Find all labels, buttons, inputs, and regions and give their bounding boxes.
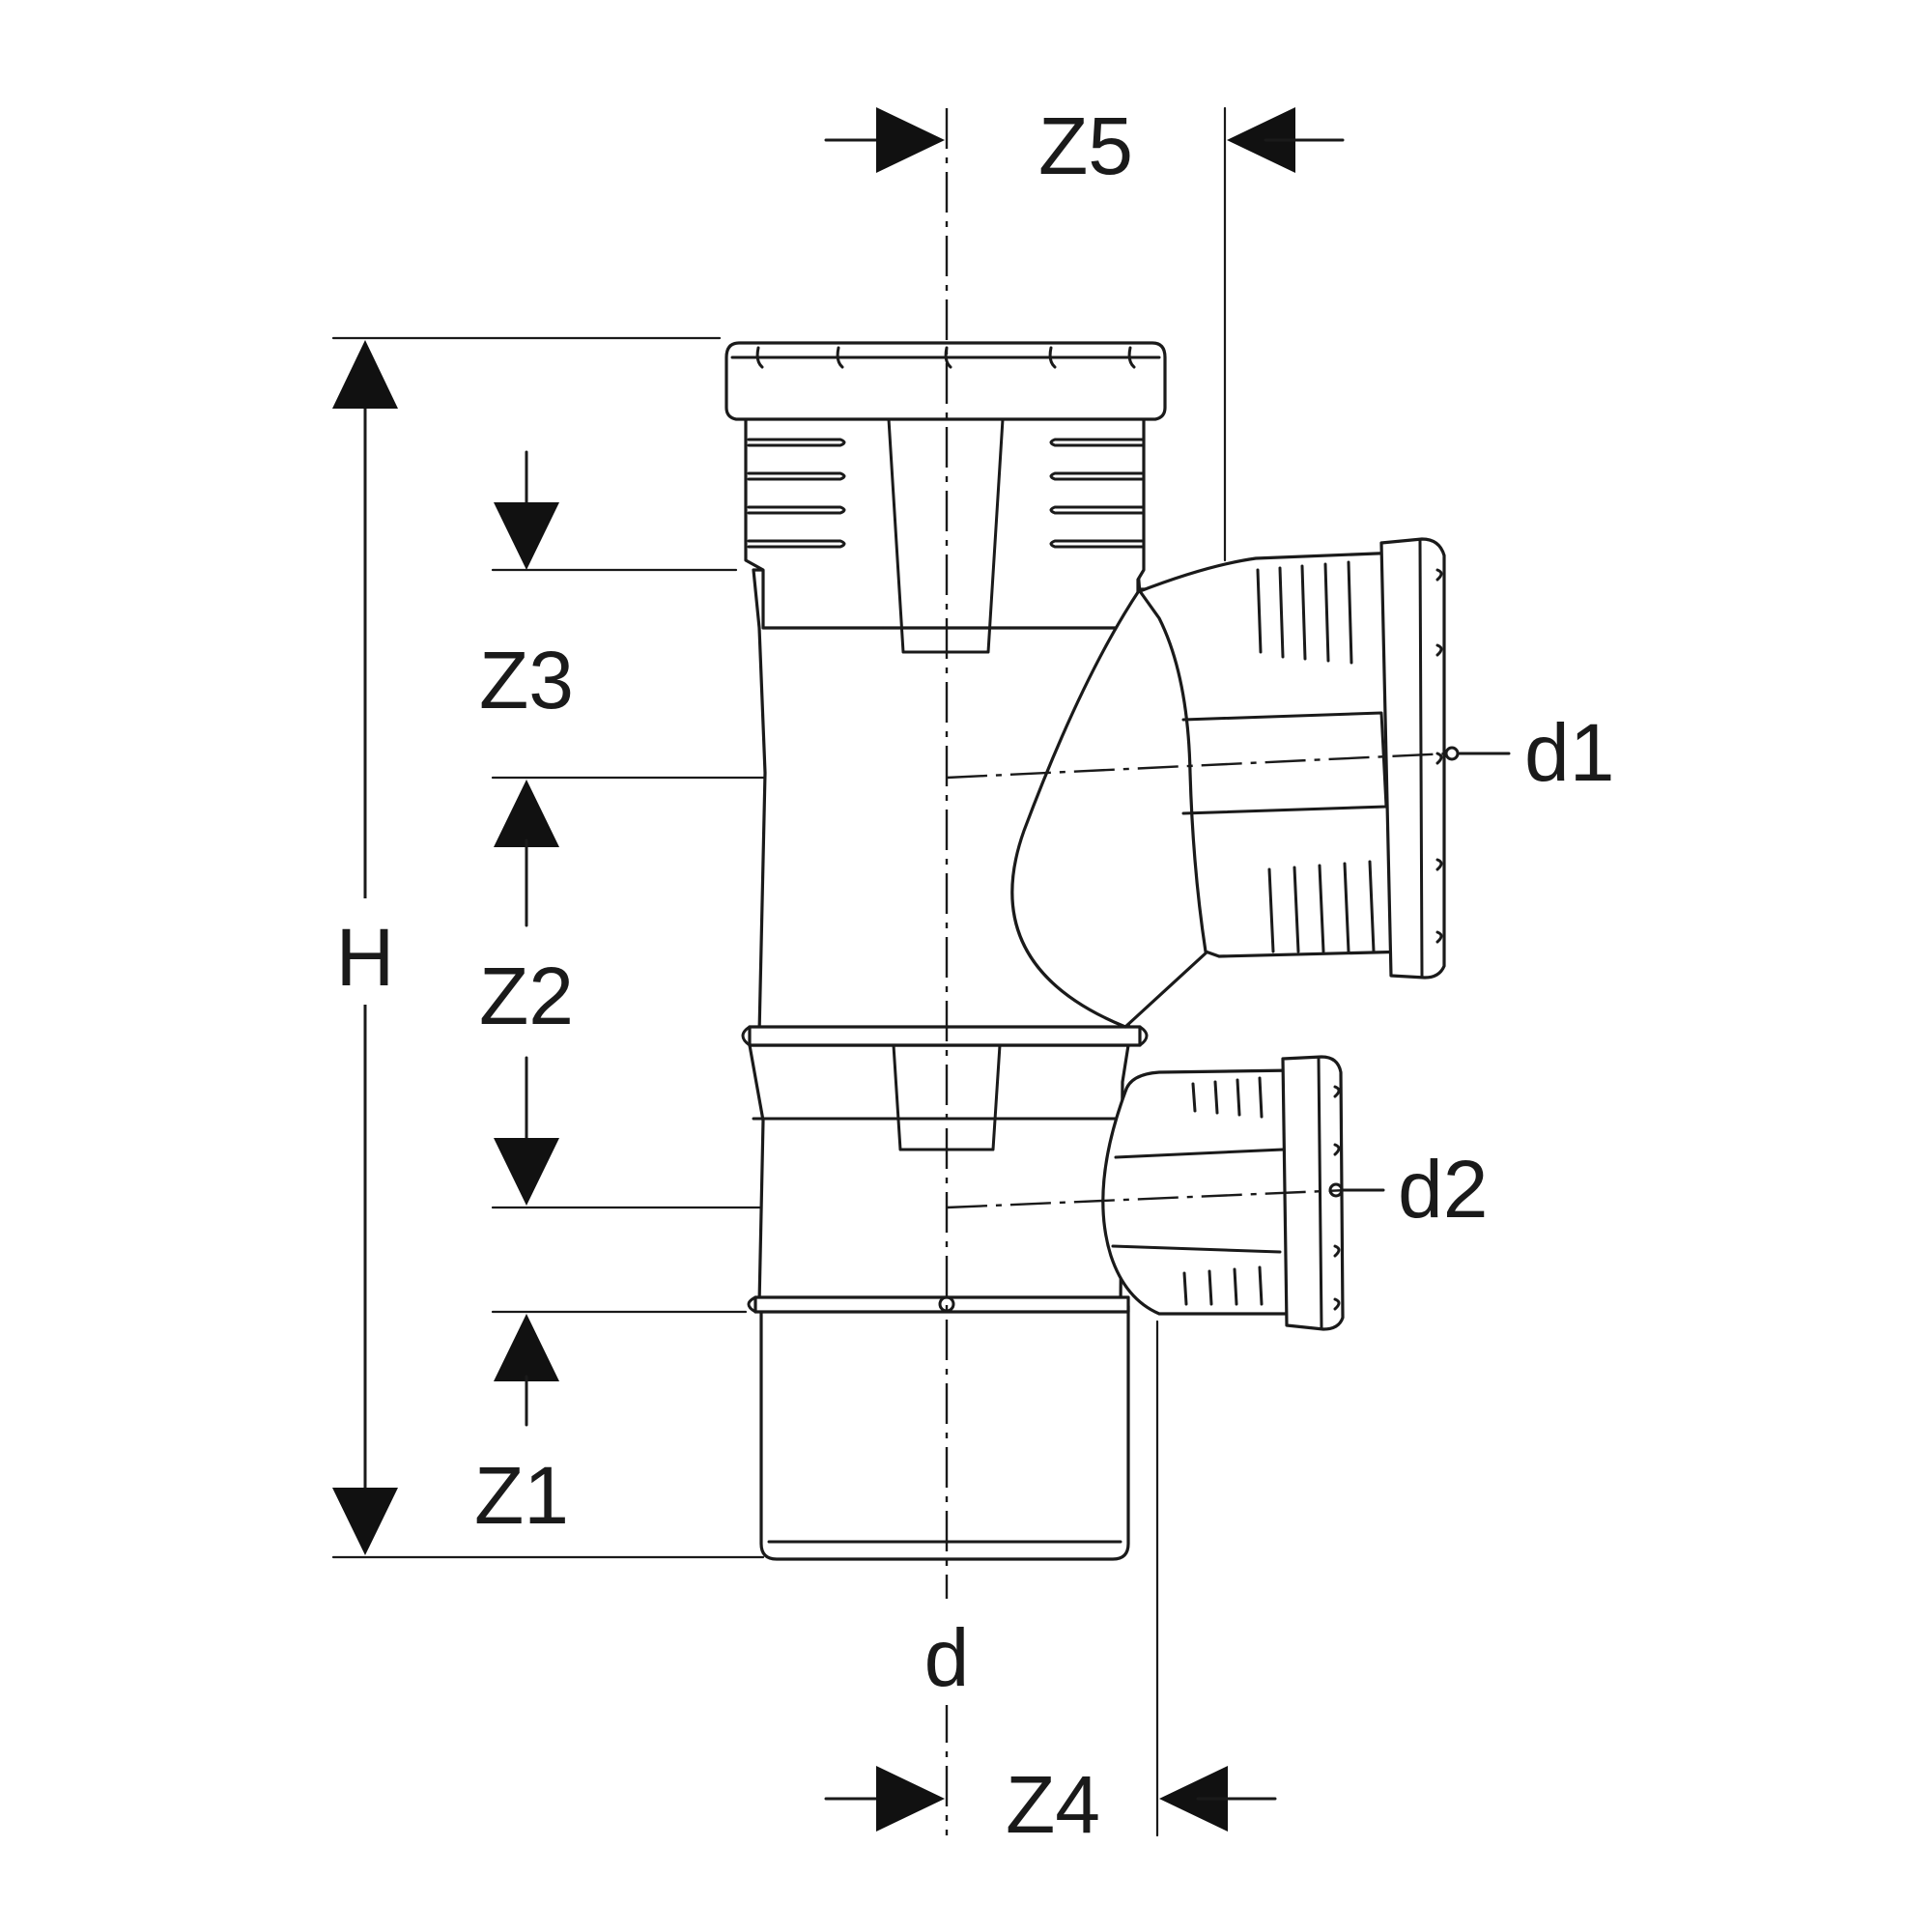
dimension-z1: Z1 [474,1314,569,1541]
h-label: H [336,912,395,1003]
d1-axis-end [1444,746,1460,761]
middle-ring-left-bead [741,1025,752,1047]
branch-d1-collar [1379,537,1446,980]
branch-d2-ribs-bottom [1182,1265,1264,1306]
branch-d1-saddle [1010,587,1214,1029]
branch-d1-stop [1181,711,1388,815]
top-socket-ribs-right [1049,438,1145,549]
z5-label: Z5 [1038,100,1133,191]
branch-d2-collar-inner [1317,1057,1323,1329]
z4-arrow-left [876,1766,945,1832]
dimension-z2: Z2 [479,780,574,1206]
dimension-z4: Z4 [824,1759,1277,1850]
bottom-ring-bead [747,1295,757,1314]
z3-arrow [494,502,559,570]
dimension-z5: Z5 [824,100,1345,191]
branch-d2-stop-bottom [1111,1244,1282,1254]
z5-arrow-right [1227,107,1295,173]
d-label-bg [913,1599,980,1705]
branch-d1-ribs-top [1256,560,1353,665]
h-arrow-up [332,340,398,409]
z4-label: Z4 [1006,1759,1100,1850]
branch-d1-collar-inner [1418,539,1424,978]
main-pipe [724,341,1167,1561]
z2-label: Z2 [479,951,574,1041]
spigot-end [759,1304,1130,1561]
middle-ring [748,1025,1142,1047]
dimension-h: H [319,340,412,1555]
top-socket-ribs-left [747,438,846,549]
branch-d1-ribs-bottom [1267,860,1376,953]
dimension-z3: Z3 [479,450,574,725]
collar-notches [755,346,1136,369]
h-arrow-down [332,1488,398,1555]
z3-label: Z3 [479,635,574,725]
d2-axis-line [946,1188,1349,1209]
branch-d1-body [1138,551,1412,958]
h-label-bg [319,898,412,1005]
top-socket-body [744,413,1146,630]
z2-arrow-up [494,780,559,847]
branch-d2-collar [1281,1055,1345,1331]
z1-label: Z1 [474,1450,569,1541]
branch-d2 [1101,1055,1345,1331]
lower-body [748,1043,1130,1306]
branch-d2-body [1101,1068,1301,1316]
z5-arrow-left [876,107,945,173]
diameter-labels: d d1 d2 [913,707,1614,1705]
z2-arrow-down [494,1138,559,1206]
branch-d1-collar-notches [1435,568,1443,944]
extension-lines [331,106,1227,1837]
d1-label: d1 [1524,707,1614,798]
bottom-ring [753,1295,1130,1314]
branch-d1 [1010,537,1446,1029]
d2-label: d2 [1398,1144,1488,1235]
branch-d2-stop-top [1114,1148,1285,1159]
branch-d2-ribs-top [1191,1076,1264,1119]
z1-arrow-up [494,1314,559,1381]
middle-ring-right-bead [1138,1025,1149,1047]
d1-axis-line [946,752,1450,780]
z4-arrow-right [1159,1766,1228,1832]
branch-d2-collar-notches [1333,1085,1341,1311]
d-label: d [924,1612,970,1703]
